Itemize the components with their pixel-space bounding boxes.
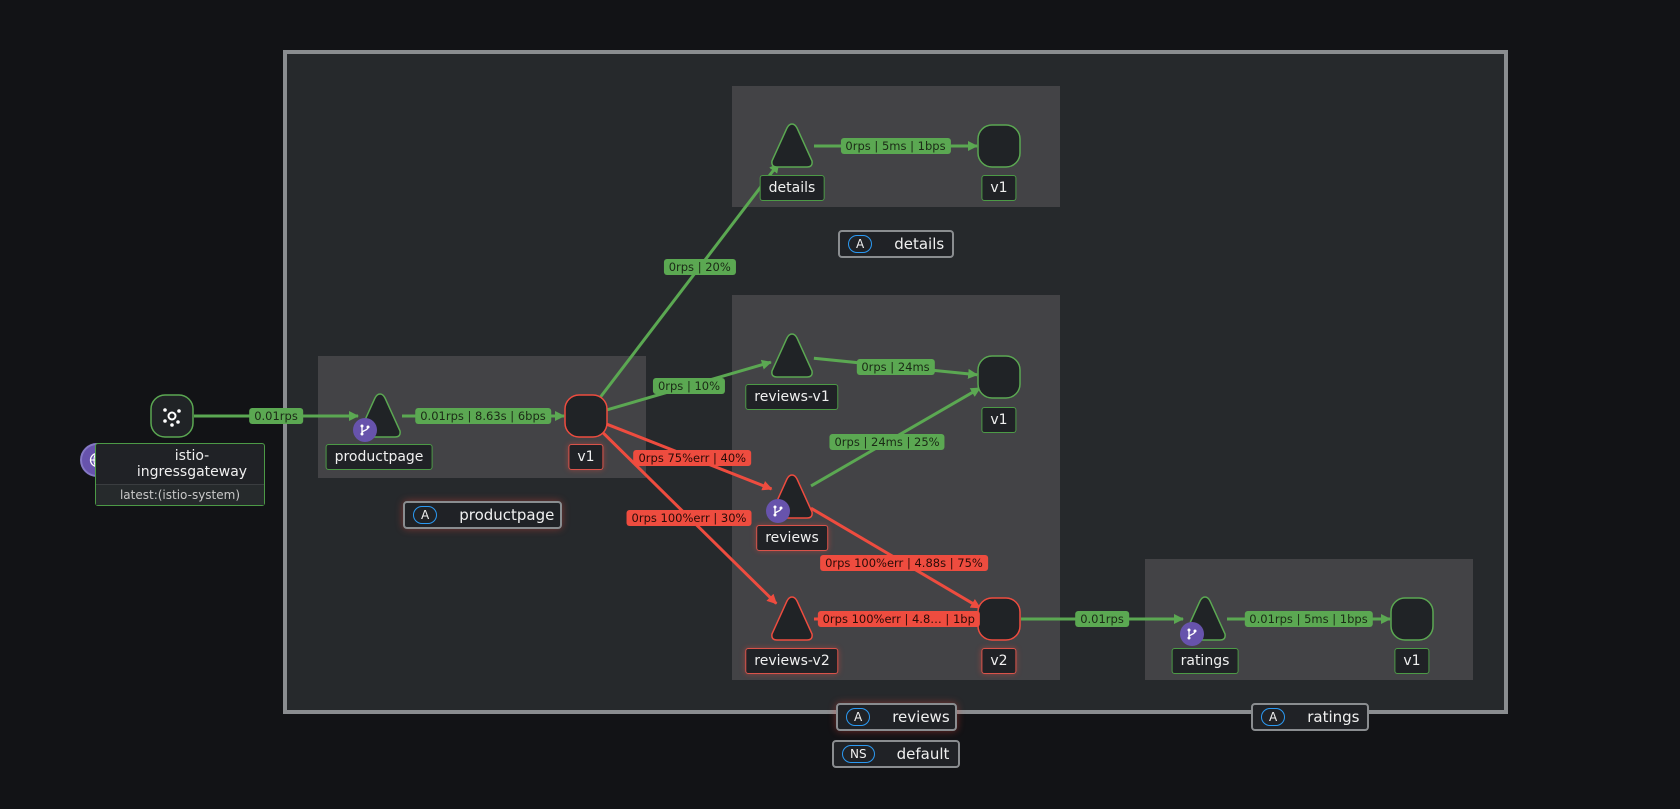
gateway-icon [163, 408, 181, 427]
app-label-details[interactable]: A details [838, 230, 954, 258]
workload-node-productpage_v1[interactable] [564, 394, 608, 438]
edge-label[interactable]: 0rps | 24ms [856, 358, 935, 375]
app-name: details [894, 235, 945, 253]
node-label-ratings[interactable]: ratings [1171, 648, 1239, 674]
edge-productpage_v1-to-details_svc[interactable] [598, 162, 780, 400]
app-label-productpage[interactable]: A productpage [403, 501, 562, 529]
node-label-reviews-v1[interactable]: v1 [981, 407, 1017, 433]
node-label-reviews-v2-svc[interactable]: reviews-v2 [745, 648, 839, 674]
workload-node-reviews_v1[interactable] [977, 355, 1021, 399]
node-label-productpage[interactable]: productpage [325, 444, 433, 470]
edge-label[interactable]: 0.01rps [1075, 611, 1129, 627]
edge-label[interactable]: 0rps | 20% [663, 258, 736, 275]
gateway-node[interactable] [150, 394, 194, 438]
namespace-label[interactable]: NS default [832, 740, 960, 768]
app-label-reviews[interactable]: A reviews [836, 703, 957, 731]
app-badge: A [413, 506, 438, 524]
app-badge: A [848, 235, 873, 253]
app-badge: A [846, 708, 871, 726]
workload-node-reviews_v2[interactable] [977, 597, 1021, 641]
edge-label[interactable]: 0rps 100%err | 4.88s | 75% [820, 554, 988, 571]
app-badge: A [1261, 708, 1286, 726]
app-name: ratings [1307, 708, 1360, 726]
edge-label[interactable]: 0rps 100%err | 4.8… | 1bp [817, 611, 980, 627]
node-label-ratings-v1[interactable]: v1 [1394, 648, 1430, 674]
node-label-reviews-v1-svc[interactable]: reviews-v1 [745, 384, 839, 410]
node-label-details[interactable]: details [759, 175, 825, 201]
namespace-badge: NS [842, 745, 875, 763]
edge-label[interactable]: 0.01rps | 8.63s | 6bps [415, 408, 551, 424]
gateway-label[interactable]: istio-ingressgateway latest:(istio-syste… [95, 443, 265, 506]
gateway-name: istio-ingressgateway [136, 448, 248, 480]
edge-label[interactable]: 0.01rps [249, 408, 303, 424]
virtual-service-icon [1180, 622, 1204, 646]
service-node-details_svc[interactable] [771, 123, 813, 168]
namespace-name: default [896, 745, 950, 763]
edge-label[interactable]: 0rps | 10% [652, 378, 726, 394]
node-label-reviews-v2[interactable]: v2 [981, 648, 1017, 674]
workload-node-details_v1[interactable] [977, 124, 1021, 168]
workload-node-ratings_v1[interactable] [1390, 597, 1434, 641]
virtual-service-icon [766, 499, 790, 523]
edge-label[interactable]: 0.01rps | 5ms | 1bps [1244, 611, 1373, 627]
edge-label[interactable]: 0rps 75%err | 40% [633, 449, 752, 466]
app-name: reviews [892, 708, 950, 726]
virtual-service-icon [353, 418, 377, 442]
app-name: productpage [459, 506, 555, 524]
edge-label[interactable]: 0rps | 5ms | 1bps [840, 138, 951, 154]
node-label-productpage-v1[interactable]: v1 [568, 444, 604, 470]
edge-label[interactable]: 0rps | 24ms | 25% [829, 433, 945, 450]
node-label-reviews[interactable]: reviews [756, 525, 828, 551]
service-node-reviews_v2_svc[interactable] [771, 596, 813, 641]
node-label-details-v1[interactable]: v1 [981, 175, 1017, 201]
service-node-reviews_v1_svc[interactable] [771, 333, 813, 378]
gateway-subtitle: latest:(istio-system) [96, 484, 264, 505]
app-label-ratings[interactable]: A ratings [1251, 703, 1369, 731]
edge-label[interactable]: 0rps 100%err | 30% [626, 509, 752, 526]
